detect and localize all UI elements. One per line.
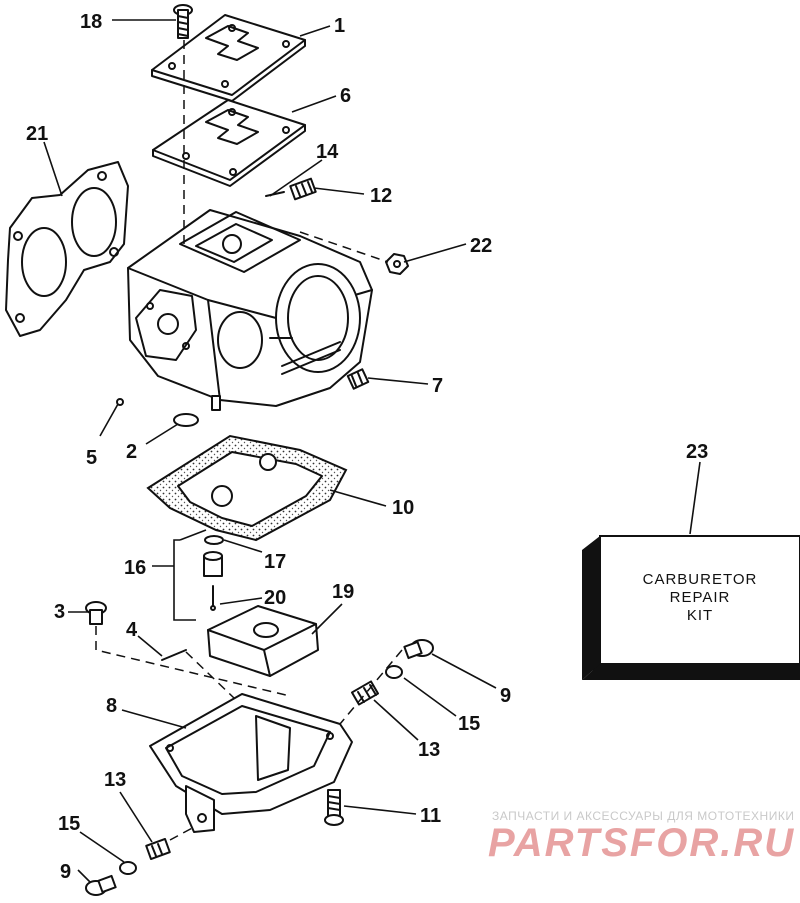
part-21-flange-gasket [5, 161, 129, 337]
callout-18: 18 [80, 11, 102, 33]
part-1-cover-plate [151, 14, 306, 102]
part-6-gasket [152, 99, 306, 187]
part-2-plug [173, 413, 199, 427]
kit-label-line1: CARBURETOR [643, 571, 758, 588]
callout-7: 7 [432, 375, 443, 397]
callout-16: 16 [124, 557, 146, 579]
assembly-lines [95, 40, 403, 841]
part-5-ball [116, 398, 124, 406]
callout-14: 14 [316, 141, 339, 163]
callout-15-upper: 15 [458, 713, 480, 735]
part-7-screw [346, 368, 370, 390]
part-12-spring-screw [289, 177, 317, 201]
callout-13-upper: 13 [418, 739, 440, 761]
kit-label-line2: REPAIR [670, 589, 731, 606]
callout-2: 2 [126, 441, 137, 463]
part-18-screw [173, 4, 193, 39]
part-9-screw-lower [85, 874, 117, 896]
callout-22: 22 [470, 235, 492, 257]
callout-8: 8 [106, 695, 117, 717]
callout-12: 12 [370, 185, 392, 207]
callout-1: 1 [334, 15, 345, 37]
callout-9-upper: 9 [500, 685, 511, 707]
part-15-washer-lower [119, 861, 137, 875]
watermark-brand: PARTSFOR.RU [488, 821, 795, 865]
part-19-float [207, 605, 319, 677]
part-23-repair-kit-box: CARBURETOR REPAIR KIT [582, 535, 800, 680]
callout-9-lower: 9 [60, 861, 71, 883]
watermark-subtitle: ЗАПЧАСТИ И АКСЕССУАРЫ ДЛЯ МОТОТЕХНИКИ [492, 809, 794, 823]
callout-3: 3 [54, 601, 65, 623]
callout-23: 23 [686, 441, 708, 463]
callout-5: 5 [86, 447, 97, 469]
part-13-spring-lower [145, 838, 171, 860]
carburetor-body [127, 209, 373, 411]
part-9-screw-upper [403, 639, 434, 660]
kit-label-line3: KIT [687, 607, 713, 624]
part-11-screw [324, 789, 344, 826]
callout-6: 6 [340, 85, 351, 107]
callout-19: 19 [332, 581, 354, 603]
leader-lines [43, 19, 701, 883]
watermark: ЗАПЧАСТИ И АКСЕССУАРЫ ДЛЯ МОТОТЕХНИКИ PA… [488, 809, 795, 865]
part-10-bowl-gasket [146, 434, 348, 542]
part-20-needle [210, 585, 216, 611]
callout-labels: 18 1 6 21 14 12 22 7 5 2 10 16 17 20 19 … [26, 11, 708, 883]
callout-21: 21 [26, 123, 48, 145]
part-15-washer-upper [385, 665, 403, 679]
callout-20: 20 [264, 587, 286, 609]
part-seat [203, 551, 223, 577]
part-22-nut [385, 253, 409, 275]
callout-15-lower: 15 [58, 813, 80, 835]
part-14-pin [265, 191, 285, 197]
callout-4: 4 [126, 619, 138, 641]
part-17-o-ring [204, 535, 224, 545]
callout-10: 10 [392, 497, 414, 519]
callout-11: 11 [420, 805, 441, 827]
callout-17: 17 [264, 551, 286, 573]
callout-13-lower: 13 [104, 769, 126, 791]
part-16-needle-seat-assembly [173, 529, 207, 621]
part-8-float-bowl [149, 693, 353, 833]
part-3-screw [85, 601, 107, 625]
part-4-pin [161, 649, 187, 661]
